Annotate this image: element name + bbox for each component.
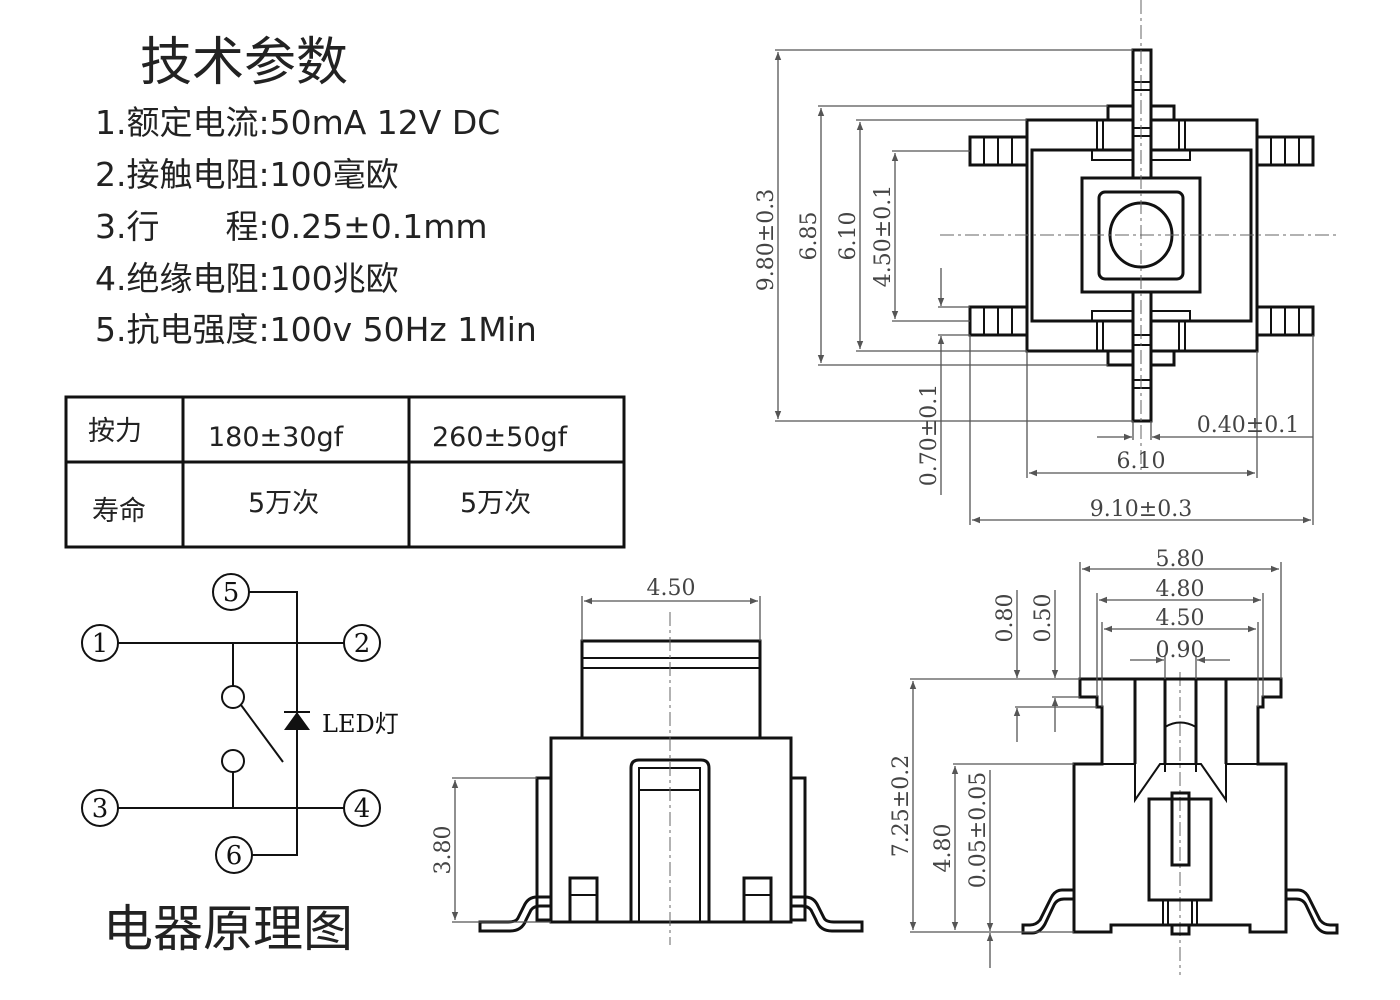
section-view-drawing: 5.80 4.80 4.50 0.90 0.80 0.50 7.25±0.2 4…	[889, 547, 1339, 975]
led-label: LED灯	[322, 710, 399, 738]
dim-w450: 4.50	[1156, 606, 1205, 631]
dim-h050: 0.50	[1031, 594, 1056, 643]
pin-label: 1	[92, 629, 109, 659]
dim-height-685: 6.85	[797, 212, 822, 261]
dim-height-total: 9.80±0.3	[754, 189, 779, 291]
led-diode-icon	[284, 711, 310, 730]
table-cell: 260±50gf	[432, 422, 569, 453]
table-row-label: 按力	[88, 416, 142, 447]
pin-6: 6	[215, 836, 253, 874]
dim-h725: 7.25±0.2	[889, 755, 914, 857]
pin-1: 1	[81, 624, 119, 662]
dim-cap-width: 4.50	[647, 576, 696, 601]
table-cell: 5万次	[460, 488, 531, 519]
circuit-diagram: LED灯 1 2 3 4 5 6 电器原理图	[81, 573, 399, 958]
table-cell: 5万次	[248, 488, 319, 519]
spec-item: 5.抗电强度:100v 50Hz 1Min	[95, 310, 537, 349]
spec-item: 1.额定电流:50mA 12V DC	[95, 103, 500, 142]
spec-item: 2.接触电阻:100毫欧	[95, 155, 399, 194]
pin-label: 3	[92, 794, 109, 824]
pin-label: 2	[354, 629, 371, 659]
dim-pin-pitch: 4.50±0.1	[871, 185, 896, 287]
dim-w480: 4.80	[1156, 577, 1205, 602]
dim-body-height: 3.80	[431, 826, 456, 875]
dim-h480: 4.80	[931, 824, 956, 873]
table-row-label: 寿命	[92, 496, 146, 527]
dim-stem-width: 0.40±0.1	[1197, 413, 1299, 438]
dim-h080: 0.80	[993, 594, 1018, 643]
dim-w580: 5.80	[1156, 547, 1205, 572]
spec-section: 技术参数 1.额定电流:50mA 12V DC 2.接触电阻:100毫欧 3.行…	[95, 33, 537, 349]
circuit-caption: 电器原理图	[103, 900, 353, 958]
pin-3: 3	[81, 789, 119, 827]
spec-title: 技术参数	[140, 33, 348, 93]
dim-height-610: 6.10	[836, 212, 861, 261]
pin-5: 5	[212, 573, 250, 611]
spec-item: 4.绝缘电阻:100兆欧	[95, 259, 399, 298]
side-view-drawing: 4.50 3.80	[431, 576, 864, 945]
dim-pin-width: 0.70±0.1	[917, 384, 942, 486]
spec-item: 3.行 程:0.25±0.1mm	[95, 207, 488, 246]
pin-label: 6	[226, 841, 243, 871]
spec-table: 按力 180±30gf 260±50gf 寿命 5万次 5万次	[64, 395, 626, 549]
pin-label: 4	[354, 794, 371, 824]
table-cell: 180±30gf	[208, 422, 345, 453]
pin-2: 2	[343, 624, 381, 662]
dim-body-width: 6.10	[1117, 449, 1166, 474]
dim-h005: 0.05±0.05	[966, 772, 991, 888]
dim-w090: 0.90	[1156, 638, 1205, 663]
pin-4: 4	[343, 789, 381, 827]
dim-width-total: 9.10±0.3	[1090, 497, 1192, 522]
top-view-drawing: 9.80±0.3 6.85 6.10 4.50±0.1 0.70±0.1 0.4…	[754, 0, 1340, 525]
pin-label: 5	[223, 578, 240, 608]
